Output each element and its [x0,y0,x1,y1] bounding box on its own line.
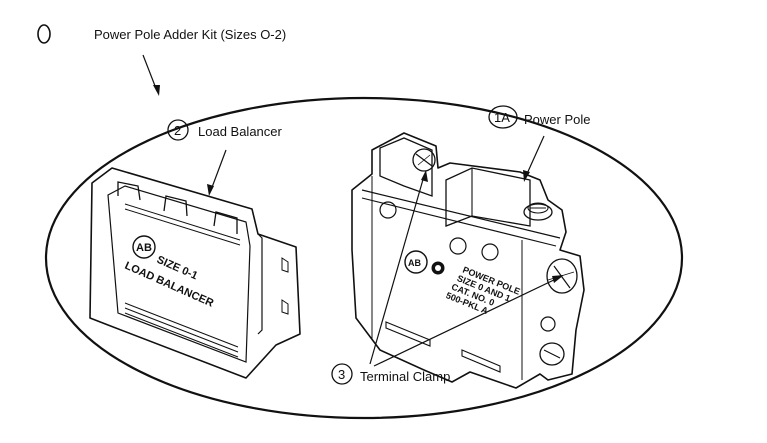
power-pole-leader-head [523,170,530,182]
power-pole-callout-circle [488,105,518,129]
power-pole-callout-number: 1A [494,110,510,125]
load-balancer-callout-number: 2 [174,123,181,138]
power-pole-leader [525,135,545,177]
load-balancer-part [89,167,301,379]
terminal-clamp-leader-1 [369,175,425,365]
power-pole-part [351,132,585,389]
header-marker-circle [37,24,51,44]
kit-title: Power Pole Adder Kit (Sizes O-2) [94,27,286,42]
load-balancer-leader [210,149,227,191]
kit-arrow-head [153,85,160,96]
terminal-clamp-callout-circle [331,363,353,385]
load-balancer-leader-head [207,184,214,196]
terminal-clamp-callout-label: Terminal Clamp [360,369,450,384]
power-pole-logo: AB [408,258,421,268]
load-balancer-logo: AB [136,242,152,254]
power-pole-callout-label: Power Pole [524,112,590,127]
load-balancer-callout-label: Load Balancer [198,124,283,139]
terminal-clamp-leader-1-head [421,170,428,182]
kit-boundary-ellipse [44,96,684,420]
terminal-clamp-callout-number: 3 [338,367,345,382]
terminal-clamp-leader-2 [373,277,559,367]
load-balancer-callout-circle [167,119,189,141]
terminal-clamp-leader-2-head [552,275,564,283]
